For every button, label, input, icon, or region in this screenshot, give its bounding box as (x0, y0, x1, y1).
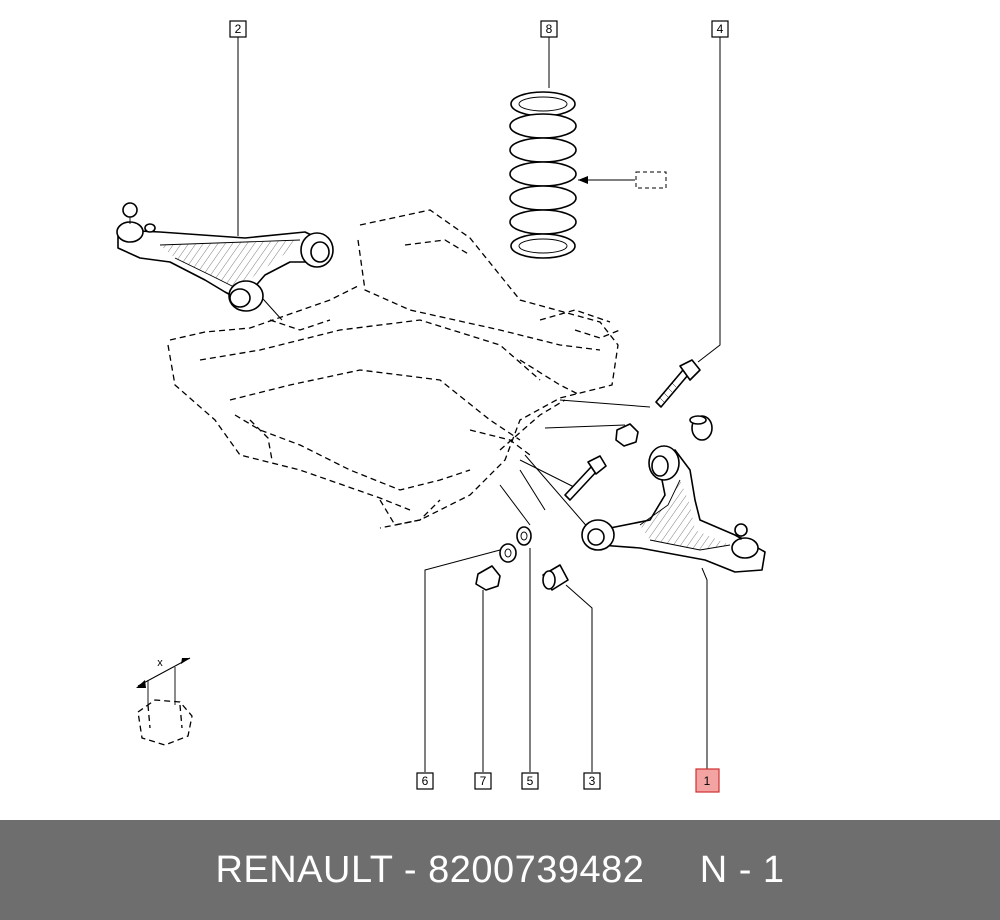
callout-4: 4 (711, 20, 729, 38)
svg-text:7: 7 (480, 774, 487, 788)
control-arm-right (581, 445, 766, 573)
svg-text:1: 1 (704, 774, 711, 788)
subframe-dashed (167, 209, 621, 529)
callout-2: 2 (229, 20, 247, 38)
svg-text:8: 8 (546, 22, 553, 36)
nut-size-symbol: x (136, 657, 193, 746)
exploded-parts-diagram: x 2 8 4 6 7 5 3 1 (116, 20, 766, 793)
footer-bar: RENAULT - 8200739482 N - 1 (0, 820, 1000, 920)
svg-text:3: 3 (589, 774, 596, 788)
svg-text:6: 6 (422, 774, 429, 788)
torque-symbol-label: x (157, 657, 163, 669)
footer-part-reference: RENAULT - 8200739482 N - 1 (215, 848, 785, 891)
control-arm-left (116, 202, 334, 312)
svg-text:4: 4 (717, 22, 724, 36)
callout-6: 6 (416, 772, 434, 790)
callout-8: 8 (540, 20, 558, 38)
callout-7: 7 (474, 772, 492, 790)
svg-text:5: 5 (527, 774, 534, 788)
svg-text:2: 2 (235, 22, 242, 36)
callout-3: 3 (583, 772, 601, 790)
subframe-leaders (254, 289, 651, 531)
callout-leaders (237, 37, 721, 772)
fasteners (475, 359, 713, 591)
coil-spring (509, 91, 667, 259)
callout-5: 5 (521, 772, 539, 790)
callout-1-highlighted: 1 (695, 768, 720, 793)
